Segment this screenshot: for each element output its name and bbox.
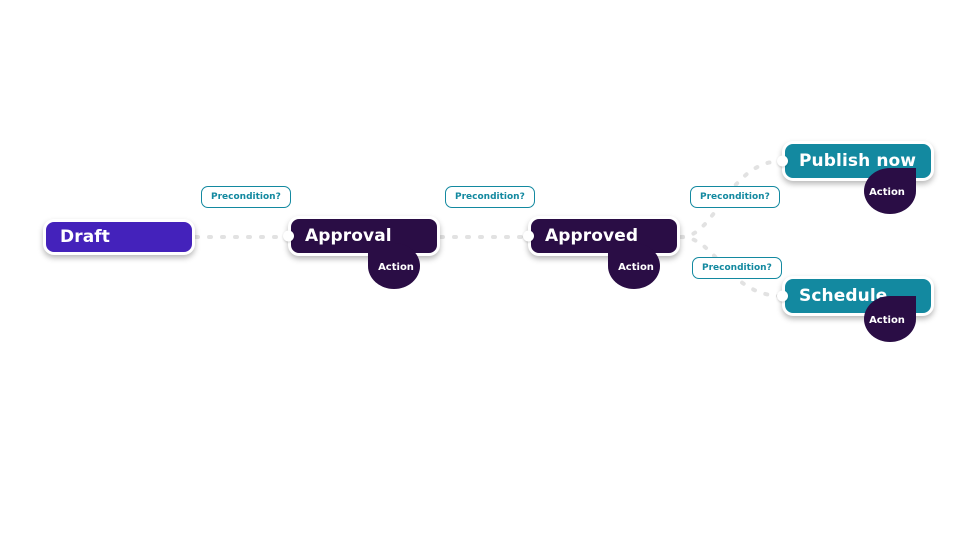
connector-dot-icon bbox=[777, 155, 788, 167]
state-node-draft[interactable]: Draft bbox=[43, 219, 195, 255]
action-badge-label: Action bbox=[869, 187, 905, 198]
action-badge-schedule-action[interactable]: Action bbox=[864, 296, 916, 342]
state-node-approval[interactable]: Approval bbox=[283, 216, 440, 256]
state-node-label: Publish now bbox=[799, 150, 917, 171]
action-badge-approval-action[interactable]: Action bbox=[368, 243, 420, 289]
action-badge-label: Action bbox=[869, 315, 905, 326]
precondition-label-precondition-approval-approved[interactable]: Precondition? bbox=[445, 186, 535, 208]
precondition-label-text: Precondition? bbox=[700, 191, 770, 202]
action-badge-label: Action bbox=[378, 262, 414, 273]
precondition-label-text: Precondition? bbox=[211, 191, 281, 202]
state-node-label: Approved bbox=[545, 225, 639, 246]
precondition-label-precondition-approved-schedule[interactable]: Precondition? bbox=[692, 257, 782, 279]
connector-dot-icon bbox=[777, 290, 788, 302]
state-node-publish-now[interactable]: Publish now bbox=[777, 141, 934, 181]
state-node-label: Approval bbox=[305, 225, 392, 246]
edge-approved-to-publish-now bbox=[679, 159, 784, 239]
precondition-label-precondition-draft-approval[interactable]: Precondition? bbox=[201, 186, 291, 208]
connector-dot-icon bbox=[523, 230, 534, 242]
precondition-label-precondition-approved-publish-now[interactable]: Precondition? bbox=[690, 186, 780, 208]
action-badge-approved-action[interactable]: Action bbox=[608, 243, 660, 289]
action-badge-publish-now-action[interactable]: Action bbox=[864, 168, 916, 214]
state-node-approved[interactable]: Approved bbox=[523, 216, 680, 256]
action-badge-label: Action bbox=[618, 262, 654, 273]
precondition-label-text: Precondition? bbox=[455, 191, 525, 202]
state-node-label: Draft bbox=[60, 226, 110, 247]
connector-dot-icon bbox=[283, 230, 294, 242]
precondition-label-text: Precondition? bbox=[702, 262, 772, 273]
state-node-label: Schedule bbox=[799, 285, 888, 306]
